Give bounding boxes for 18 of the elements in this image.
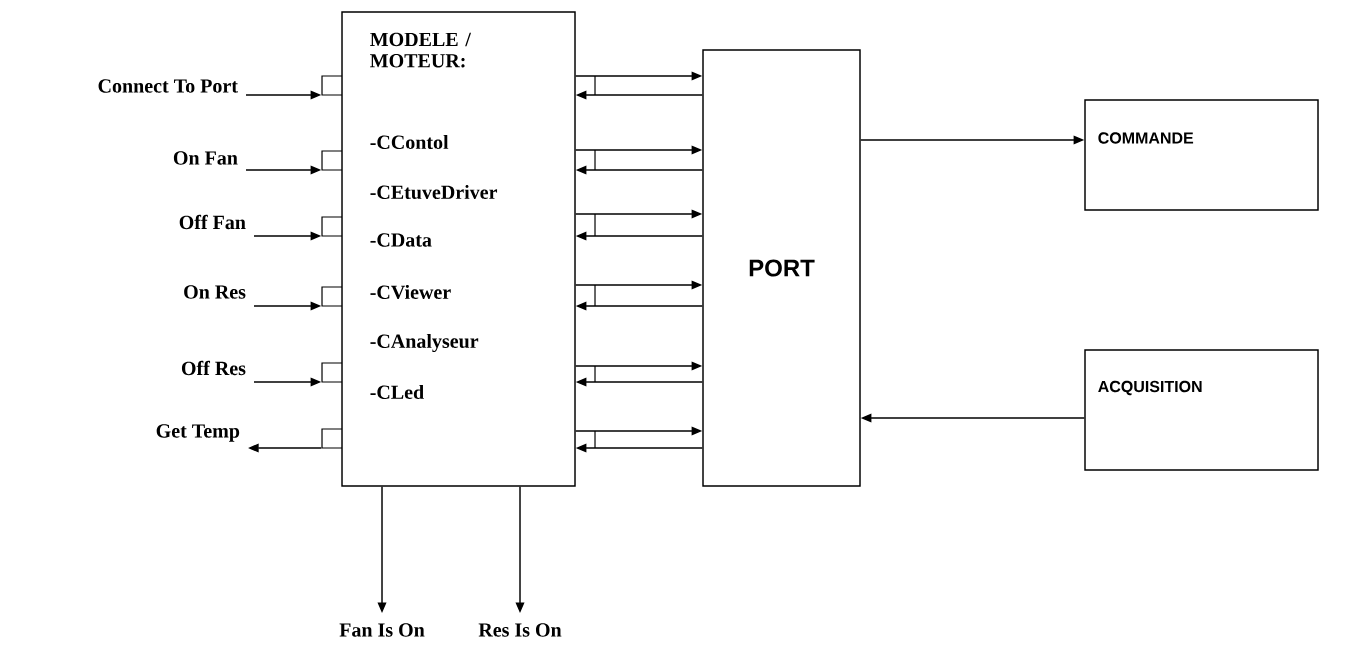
signal-label: On Fan <box>173 151 238 165</box>
class-name: -CEtuveDriver <box>370 184 498 200</box>
signal-label: Res Is On <box>478 623 562 637</box>
process-box: COMMANDE <box>1084 99 1319 211</box>
signal-label: Get Temp <box>156 424 240 442</box>
port-box: PORT <box>702 49 861 487</box>
signal-label: Fan Is On <box>339 623 425 637</box>
signal-label: Connect To Port <box>98 79 238 93</box>
box-heading: MODELE / MOTEUR: <box>370 32 472 68</box>
class-name: -CData <box>370 233 432 247</box>
signal-label: Off Fan <box>179 214 246 230</box>
class-name: -CViewer <box>370 284 451 300</box>
class-name: -CAnalyseur <box>370 333 479 353</box>
class-name: -CContol <box>370 134 449 149</box>
signal-label: Off Res <box>181 360 246 376</box>
signal-label: On Res <box>184 285 246 299</box>
class-name: -CLed <box>370 384 424 399</box>
process-box: ACQUISITION <box>1084 349 1319 471</box>
